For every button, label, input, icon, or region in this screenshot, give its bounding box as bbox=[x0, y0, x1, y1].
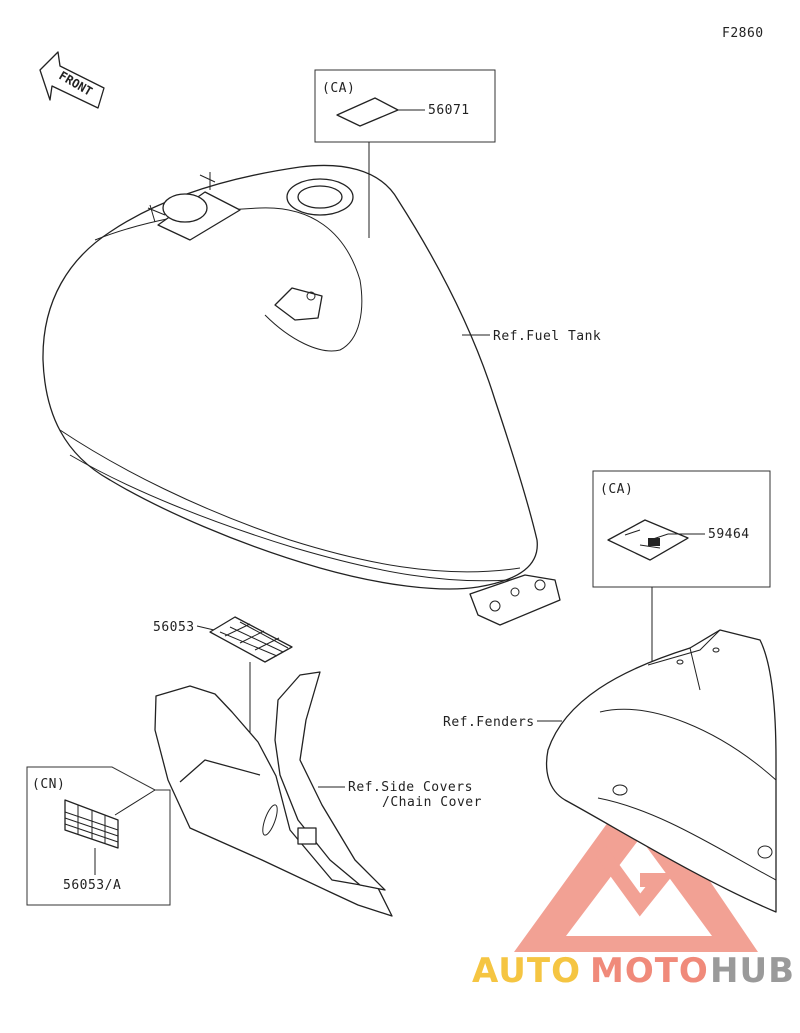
part-number-56071: 56071 bbox=[428, 103, 470, 118]
figure-code: F2860 bbox=[722, 26, 764, 41]
label-decal-56053 bbox=[209, 616, 293, 663]
part-number-59464: 59464 bbox=[708, 527, 750, 542]
ca-label-right: (CA) bbox=[600, 482, 633, 497]
ca-box-top: (CA) 56071 bbox=[314, 69, 496, 238]
cn-label: (CN) bbox=[32, 777, 65, 792]
ref-side-covers-label-1: Ref.Side Covers bbox=[348, 780, 473, 795]
watermark-auto: AUTO bbox=[472, 951, 581, 991]
front-arrow-icon: FRONT bbox=[39, 51, 105, 109]
watermark-moto: MOTO bbox=[590, 951, 709, 991]
fender bbox=[545, 629, 777, 913]
part-number-56053a: 56053/A bbox=[63, 878, 121, 893]
ref-fuel-tank-label: Ref.Fuel Tank bbox=[493, 329, 601, 344]
label-decal-56053a bbox=[64, 799, 119, 849]
ref-side-covers-label-2: /Chain Cover bbox=[382, 795, 482, 810]
watermark-text: AUTO MOTO HUB bbox=[472, 951, 795, 991]
part-number-56053: 56053 bbox=[153, 620, 195, 635]
cn-box: (CN) 56053/A bbox=[26, 766, 171, 906]
fuel-tank bbox=[42, 164, 561, 626]
side-cover bbox=[154, 671, 393, 917]
ca-box-right: (CA) 59464 bbox=[592, 470, 771, 668]
ca-label-top: (CA) bbox=[322, 81, 355, 96]
watermark-hub: HUB bbox=[710, 951, 795, 991]
ref-fenders-label: Ref.Fenders bbox=[443, 715, 535, 730]
watermark-logo-icon bbox=[514, 778, 758, 952]
label-decal-56071 bbox=[336, 97, 399, 127]
